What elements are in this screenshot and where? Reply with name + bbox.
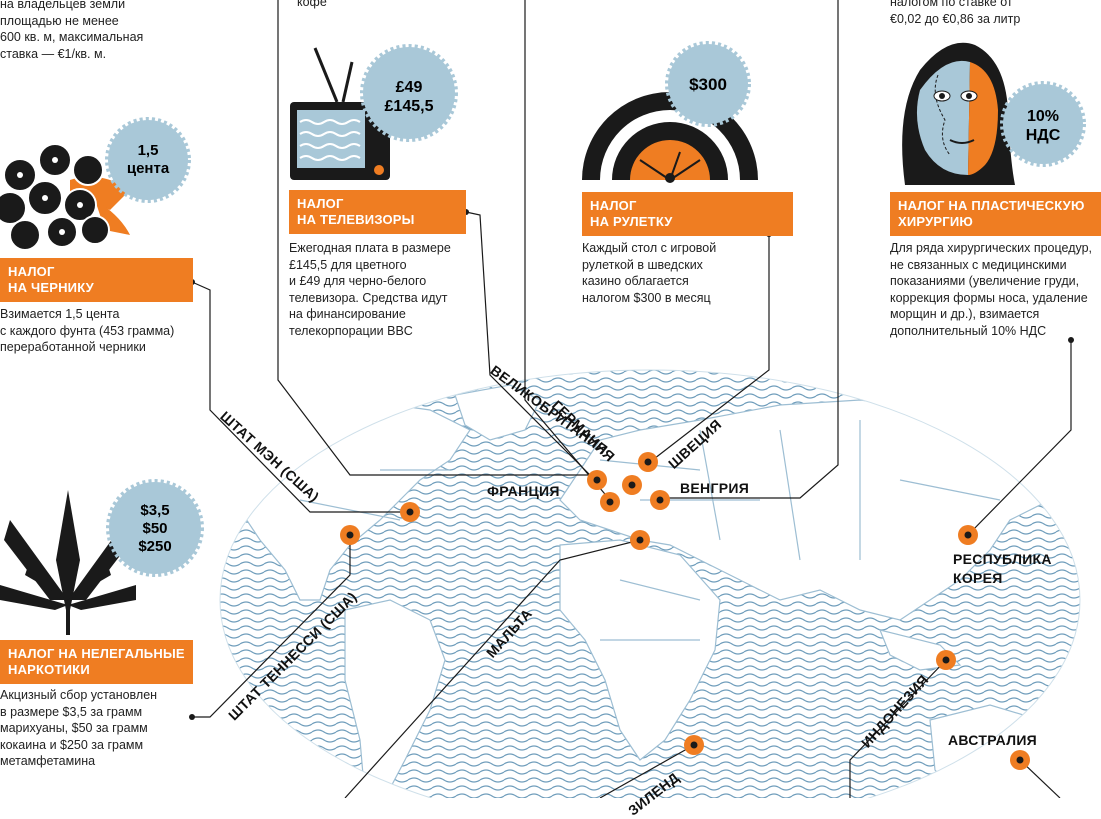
badge-drugs-line3: $250	[138, 538, 171, 555]
marker-germany[interactable]	[622, 475, 642, 495]
marker-uk[interactable]	[587, 470, 607, 490]
badge-drugs: $3,5 $50 $250	[106, 479, 204, 577]
marker-australia[interactable]	[1010, 750, 1030, 770]
country-australia: АВСТРАЛИЯ	[948, 732, 1038, 748]
badge-tv: £49 £145,5	[360, 44, 458, 142]
label-drugs-tax: НАЛОГ НА НЕЛЕГАЛЬНЫЕ НАРКОТИКИ	[0, 640, 193, 684]
marker-maine[interactable]	[400, 502, 420, 522]
desc-surgery-tax: Для ряда хирургических процедур, не связ…	[890, 241, 1093, 338]
connector-lines	[191, 0, 1072, 798]
marker-malta[interactable]	[630, 530, 650, 550]
badge-drugs-line1: $3,5	[140, 502, 169, 519]
badge-roulette-line1: $300	[689, 75, 727, 94]
label-surgery-tax: НАЛОГ НА ПЛАСТИЧЕСКУЮ ХИРУРГИЮ	[890, 192, 1101, 236]
badges: £49 £145,5 $300 10% НДС 1,5 цента $3,5 $…	[105, 41, 1086, 577]
connector-hungary	[665, 0, 839, 499]
marker-indonesia[interactable]	[936, 650, 956, 670]
desc-drugs-tax: Акцизный сбор установлен в размере $3,5 …	[0, 688, 158, 768]
face-icon	[902, 42, 1015, 186]
blueberry-icon	[0, 143, 130, 251]
connector-uk	[465, 211, 596, 481]
connector-malta	[344, 539, 641, 798]
location-markers	[340, 452, 1030, 770]
marker-korea[interactable]	[958, 525, 978, 545]
connector-indonesia	[849, 659, 947, 798]
top-left-fragment: на владельцев земли площадью не менее 60…	[0, 0, 144, 61]
badge-blueberry-line2: цента	[127, 160, 170, 177]
top-coffee-fragment: кофе	[297, 0, 327, 9]
connector-zealand	[599, 744, 695, 798]
label-roulette-tax: НАЛОГ НА РУЛЕТКУ	[582, 192, 793, 236]
connector-korea	[967, 340, 1072, 536]
desc-blueberry-tax: Взимается 1,5 цента с каждого фунта (453…	[0, 307, 175, 354]
badge-drugs-line2: $50	[142, 520, 167, 537]
label-tv-tax: НАЛОГ НА ТЕЛЕВИЗОРЫ	[289, 190, 466, 234]
marker-sweden[interactable]	[638, 452, 658, 472]
marker-hungary[interactable]	[650, 490, 670, 510]
world-map: £49 £145,5 $300 10% НДС 1,5 цента $3,5 $…	[0, 0, 1086, 798]
top-right-fragment: налогом по ставке от €0,02 до €0,86 за л…	[890, 0, 1021, 26]
connector-sweden	[649, 234, 770, 463]
connector-coffee	[277, 0, 595, 476]
connector-tennessee	[192, 535, 351, 718]
roulette-icon	[582, 92, 758, 183]
label-blueberry-tax: НАЛОГ НА ЧЕРНИКУ	[0, 258, 193, 302]
badge-blueberry-line1: 1,5	[138, 142, 159, 159]
badge-roulette: $300	[665, 41, 751, 127]
south-america	[344, 599, 446, 798]
marker-tennessee[interactable]	[340, 525, 360, 545]
desc-tv-tax: Ежегодная плата в размере £145,5 для цве…	[289, 241, 451, 338]
map-edge	[219, 369, 1081, 798]
australia	[929, 704, 1061, 798]
marker-zealand[interactable]	[684, 735, 704, 755]
country-hungary: ВЕНГРИЯ	[680, 480, 750, 496]
badge-tv-line2: £145,5	[385, 98, 434, 115]
badge-surgery: 10% НДС	[1000, 81, 1086, 167]
badge-blueberry: 1,5 цента	[105, 117, 191, 203]
connector-maine	[191, 281, 410, 513]
tv-icon	[290, 47, 390, 180]
badge-tv-line1: £49	[396, 79, 423, 96]
eurasia	[559, 399, 1061, 621]
marker-france[interactable]	[600, 492, 620, 512]
country-france: ФРАНЦИЯ	[487, 483, 560, 499]
country-korea: РЕСПУБЛИКА КОРЕЯ	[953, 551, 1052, 586]
badge-surgery-line2: НДС	[1026, 127, 1061, 144]
desc-roulette-tax: Каждый стол с игровой рулеткой в шведски…	[582, 241, 717, 305]
badge-surgery-line1: 10%	[1027, 108, 1059, 125]
greenland	[454, 384, 541, 441]
